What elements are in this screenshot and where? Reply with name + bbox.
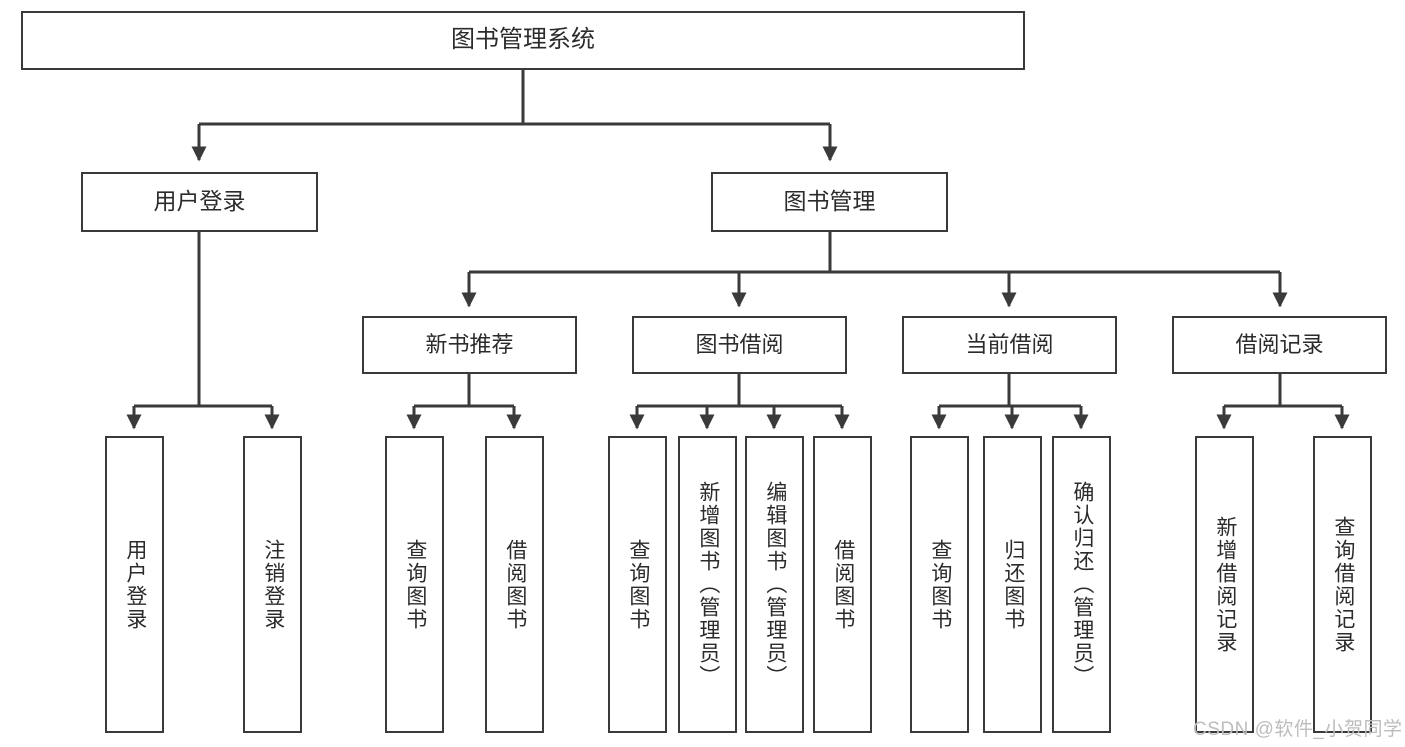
node-leaf-logout[interactable]: 注销登录 <box>243 436 302 733</box>
node-new-book-recommend-label: 新书推荐 <box>425 332 514 358</box>
node-leaf-query-record[interactable]: 查询借阅记录 <box>1313 436 1372 733</box>
node-leaf-add-record-label: 新增借阅记录 <box>1213 515 1237 654</box>
node-root[interactable]: 图书管理系统 <box>21 11 1025 70</box>
node-leaf-query-book-2-label: 查询图书 <box>626 538 650 631</box>
node-root-label: 图书管理系统 <box>451 26 595 54</box>
node-book-management[interactable]: 图书管理 <box>711 172 948 232</box>
node-current-borrow[interactable]: 当前借阅 <box>902 316 1117 374</box>
node-leaf-query-book-1[interactable]: 查询图书 <box>385 436 444 733</box>
node-leaf-return-book-label: 归还图书 <box>1001 538 1025 631</box>
node-leaf-edit-book-label: 编辑图书（管理员） <box>763 481 787 688</box>
node-leaf-confirm-return[interactable]: 确认归还（管理员） <box>1052 436 1111 733</box>
node-current-borrow-label: 当前借阅 <box>965 332 1054 358</box>
node-leaf-query-record-label: 查询借阅记录 <box>1331 515 1355 654</box>
node-leaf-borrow-book-2-label: 借阅图书 <box>831 538 855 631</box>
node-leaf-return-book[interactable]: 归还图书 <box>983 436 1042 733</box>
node-leaf-user-login[interactable]: 用户登录 <box>105 436 164 733</box>
node-leaf-user-login-label: 用户登录 <box>123 538 147 631</box>
node-leaf-borrow-book-1[interactable]: 借阅图书 <box>485 436 544 733</box>
node-leaf-add-book-label: 新增图书（管理员） <box>696 481 720 688</box>
node-leaf-borrow-book-2[interactable]: 借阅图书 <box>813 436 872 733</box>
csdn-watermark: CSDN @软件_小贺同学 <box>1193 719 1403 740</box>
node-leaf-query-book-1-label: 查询图书 <box>403 538 427 631</box>
node-leaf-query-book-3-label: 查询图书 <box>928 538 952 631</box>
node-leaf-query-book-3[interactable]: 查询图书 <box>910 436 969 733</box>
node-leaf-add-record[interactable]: 新增借阅记录 <box>1195 436 1254 733</box>
node-book-borrow[interactable]: 图书借阅 <box>632 316 847 374</box>
node-leaf-edit-book[interactable]: 编辑图书（管理员） <box>745 436 804 733</box>
node-leaf-confirm-return-label: 确认归还（管理员） <box>1070 481 1094 688</box>
node-user-login[interactable]: 用户登录 <box>81 172 318 232</box>
node-borrow-record-label: 借阅记录 <box>1235 332 1324 358</box>
node-book-management-label: 图书管理 <box>783 188 876 215</box>
node-leaf-add-book[interactable]: 新增图书（管理员） <box>678 436 737 733</box>
node-leaf-borrow-book-1-label: 借阅图书 <box>503 538 527 631</box>
node-borrow-record[interactable]: 借阅记录 <box>1172 316 1387 374</box>
node-book-borrow-label: 图书借阅 <box>695 332 784 358</box>
node-leaf-query-book-2[interactable]: 查询图书 <box>608 436 667 733</box>
node-user-login-label: 用户登录 <box>153 188 246 215</box>
node-new-book-recommend[interactable]: 新书推荐 <box>362 316 577 374</box>
node-leaf-logout-label: 注销登录 <box>261 538 285 631</box>
